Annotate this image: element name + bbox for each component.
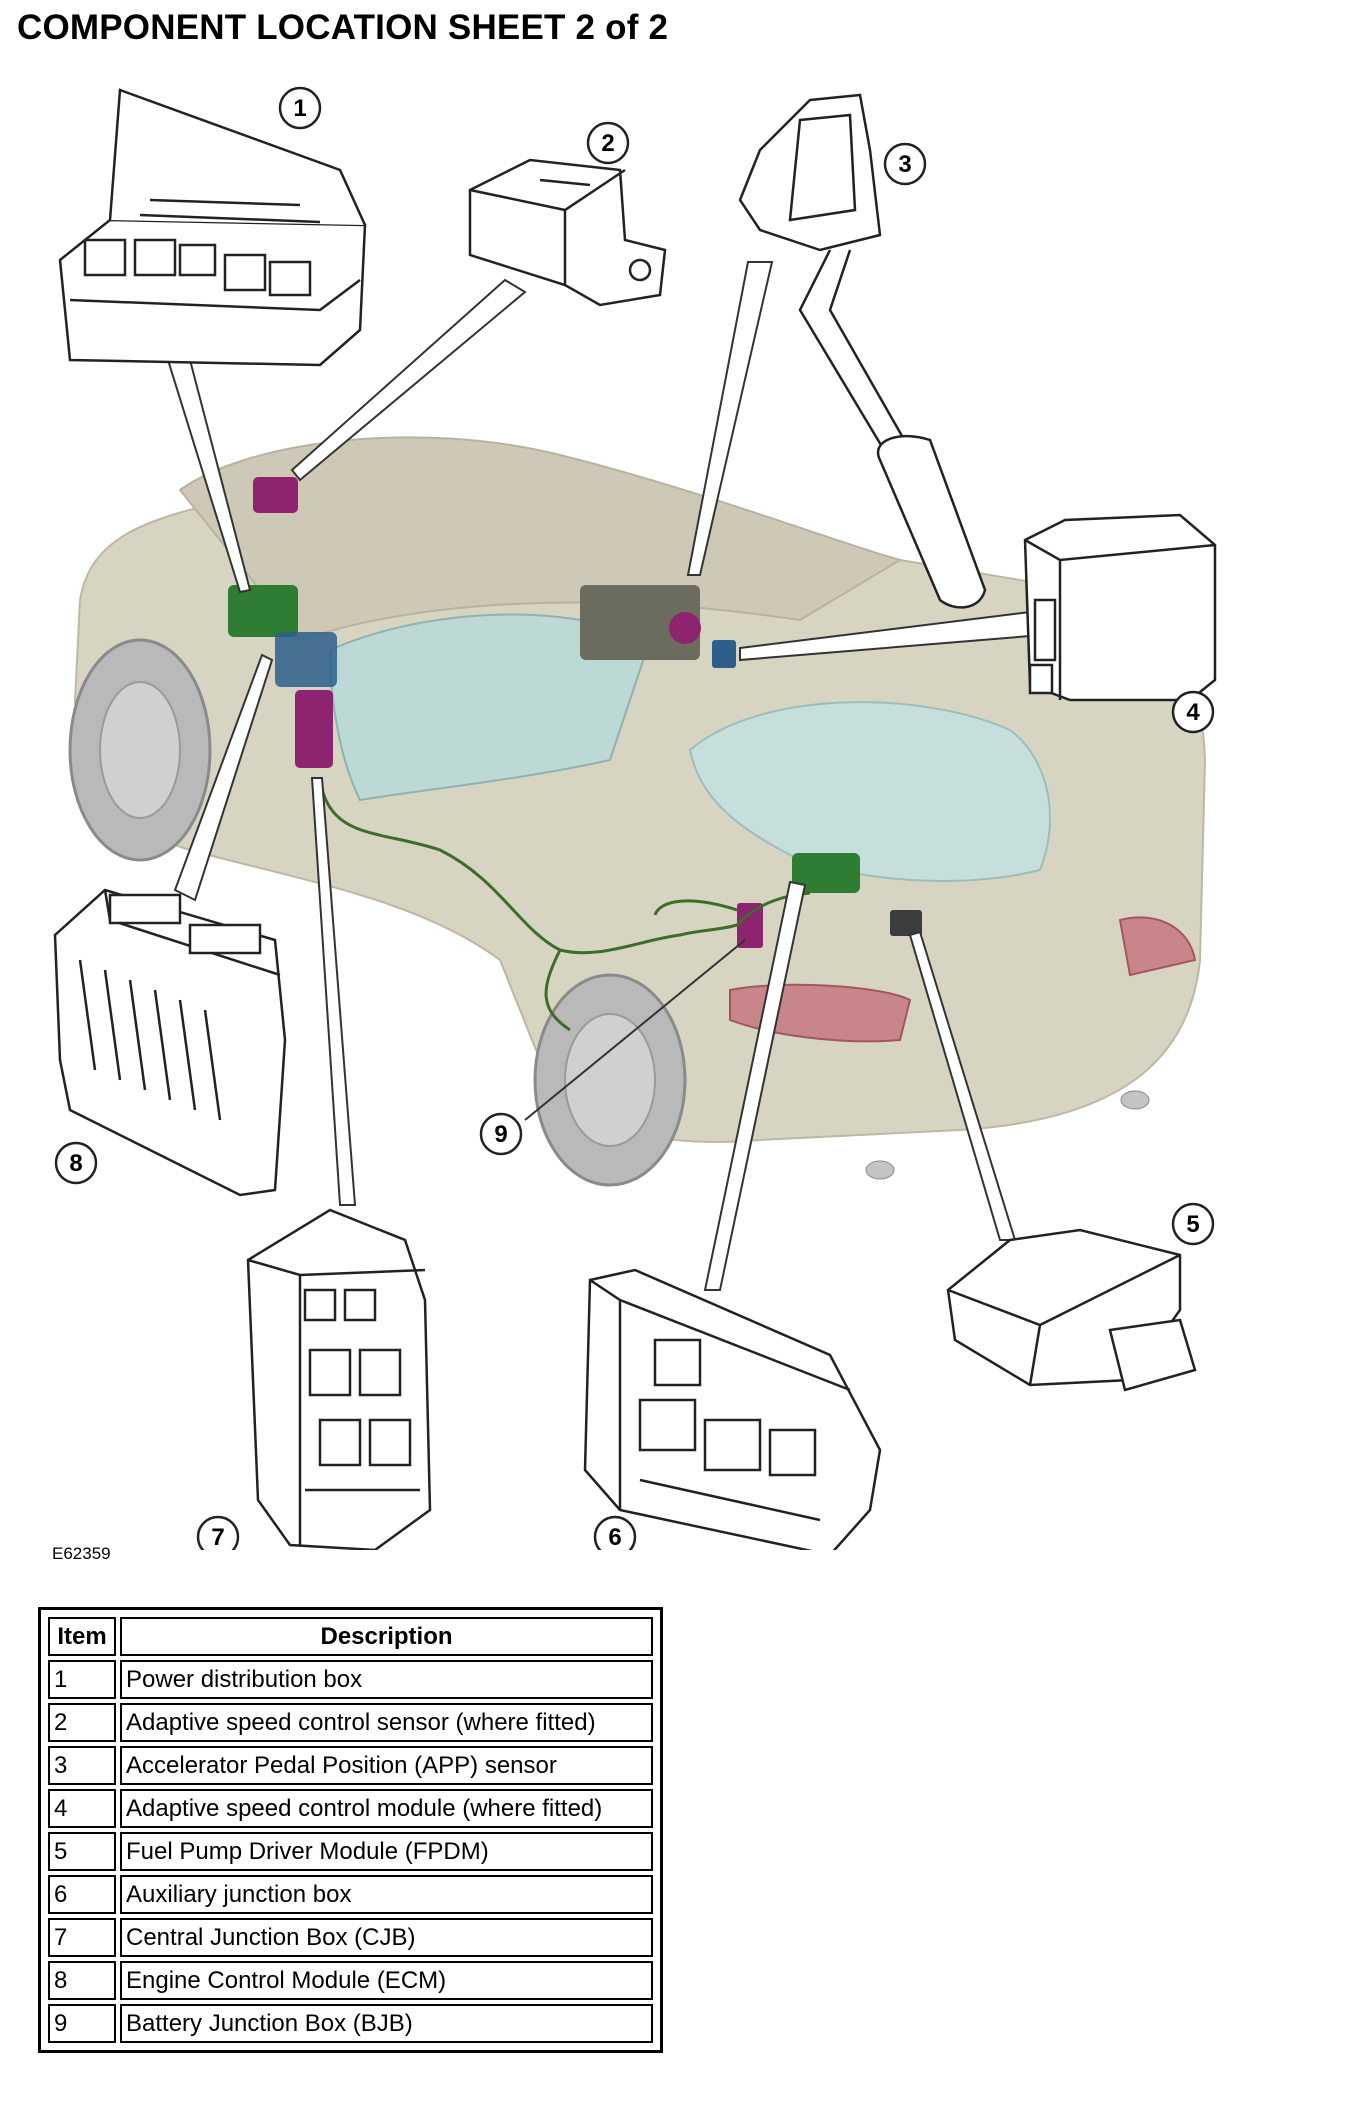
component-auxiliary-junction-box <box>583 1268 882 1550</box>
callout-6: 6 <box>593 1515 637 1550</box>
legend-table: Item Description 1 Power distribution bo… <box>38 1607 663 2053</box>
component-accelerator-pedal-position-sensor <box>738 93 987 609</box>
car-location-auxiliary-junction-box <box>792 853 860 893</box>
component-central-junction-box <box>246 1208 432 1550</box>
car-side-window <box>328 613 652 802</box>
car-rear-window <box>688 701 1051 882</box>
table-row: 8 Engine Control Module (ECM) <box>48 1961 653 2000</box>
legend-item-number: 9 <box>48 2004 116 2043</box>
table-row: 2 Adaptive speed control sensor (where f… <box>48 1703 653 1742</box>
table-row: 5 Fuel Pump Driver Module (FPDM) <box>48 1832 653 1871</box>
callout-2: 2 <box>586 121 630 165</box>
car-location-adaptive-sensor <box>253 477 298 513</box>
car-location-bjb <box>737 903 763 948</box>
svg-text:9: 9 <box>494 1121 507 1148</box>
legend-item-number: 4 <box>48 1789 116 1828</box>
legend-item-description: Central Junction Box (CJB) <box>120 1918 653 1957</box>
component-adaptive-speed-control-sensor <box>468 158 667 307</box>
table-row: 9 Battery Junction Box (BJB) <box>48 2004 653 2043</box>
table-row: 1 Power distribution box <box>48 1660 653 1699</box>
legend-item-description: Auxiliary junction box <box>120 1875 653 1914</box>
legend-item-description: Battery Junction Box (BJB) <box>120 2004 653 2043</box>
car-location-ecm <box>275 632 337 687</box>
leader-lines <box>166 261 1031 1291</box>
svg-text:4: 4 <box>1186 699 1200 726</box>
table-row: 6 Auxiliary junction box <box>48 1875 653 1914</box>
component-location-diagram: 1 2 3 4 5 6 7 8 9 <box>53 86 1217 1550</box>
car-location-asc-module <box>712 640 736 668</box>
svg-text:2: 2 <box>601 130 614 157</box>
legend-item-description: Adaptive speed control module (where fit… <box>120 1789 653 1828</box>
svg-text:1: 1 <box>293 95 306 122</box>
component-power-distribution-box <box>58 88 367 367</box>
callout-1: 1 <box>278 86 322 130</box>
legend-item-description: Fuel Pump Driver Module (FPDM) <box>120 1832 653 1871</box>
legend-header-row: Item Description <box>48 1617 653 1656</box>
callout-3: 3 <box>883 142 927 186</box>
callout-7: 7 <box>196 1515 240 1550</box>
legend-item-number: 8 <box>48 1961 116 2000</box>
table-row: 3 Accelerator Pedal Position (APP) senso… <box>48 1746 653 1785</box>
figure-id: E62359 <box>52 1544 111 1563</box>
legend-header-description: Description <box>120 1617 653 1656</box>
car-location-cjb <box>295 690 333 768</box>
legend-item-description: Power distribution box <box>120 1660 653 1699</box>
legend-header-item: Item <box>48 1617 116 1656</box>
tail-light-right <box>1118 916 1197 977</box>
legend-item-number: 7 <box>48 1918 116 1957</box>
legend-item-description: Adaptive speed control sensor (where fit… <box>120 1703 653 1742</box>
table-row: 7 Central Junction Box (CJB) <box>48 1918 653 1957</box>
legend-item-number: 2 <box>48 1703 116 1742</box>
table-row: 4 Adaptive speed control module (where f… <box>48 1789 653 1828</box>
callout-markers: 1 2 3 4 5 6 7 8 9 <box>54 86 1215 1550</box>
car-location-fpdm <box>890 910 922 936</box>
svg-text:7: 7 <box>211 1524 224 1550</box>
svg-text:3: 3 <box>898 151 911 178</box>
callout-4: 4 <box>1171 690 1215 734</box>
svg-text:6: 6 <box>608 1524 621 1550</box>
svg-text:5: 5 <box>1186 1211 1199 1238</box>
component-fuel-pump-driver-module <box>946 1228 1197 1392</box>
car-location-power-distribution-box <box>228 585 298 637</box>
exhaust-right <box>1120 1090 1150 1110</box>
callout-9: 9 <box>479 1112 523 1156</box>
page-title: COMPONENT LOCATION SHEET 2 of 2 <box>17 8 669 47</box>
callout-5: 5 <box>1171 1202 1215 1246</box>
callout-8: 8 <box>54 1141 98 1185</box>
car-roof <box>178 436 903 642</box>
legend-item-number: 5 <box>48 1832 116 1871</box>
legend-item-number: 6 <box>48 1875 116 1914</box>
car-location-app-sensor <box>580 585 700 660</box>
wiring-harness <box>318 779 811 1032</box>
svg-text:8: 8 <box>69 1150 82 1177</box>
legend-item-description: Accelerator Pedal Position (APP) sensor <box>120 1746 653 1785</box>
component-adaptive-speed-control-module <box>1023 513 1217 702</box>
component-engine-control-module <box>53 888 287 1197</box>
exhaust-left <box>865 1160 895 1180</box>
legend-item-number: 3 <box>48 1746 116 1785</box>
legend-item-description: Engine Control Module (ECM) <box>120 1961 653 2000</box>
legend-item-number: 1 <box>48 1660 116 1699</box>
